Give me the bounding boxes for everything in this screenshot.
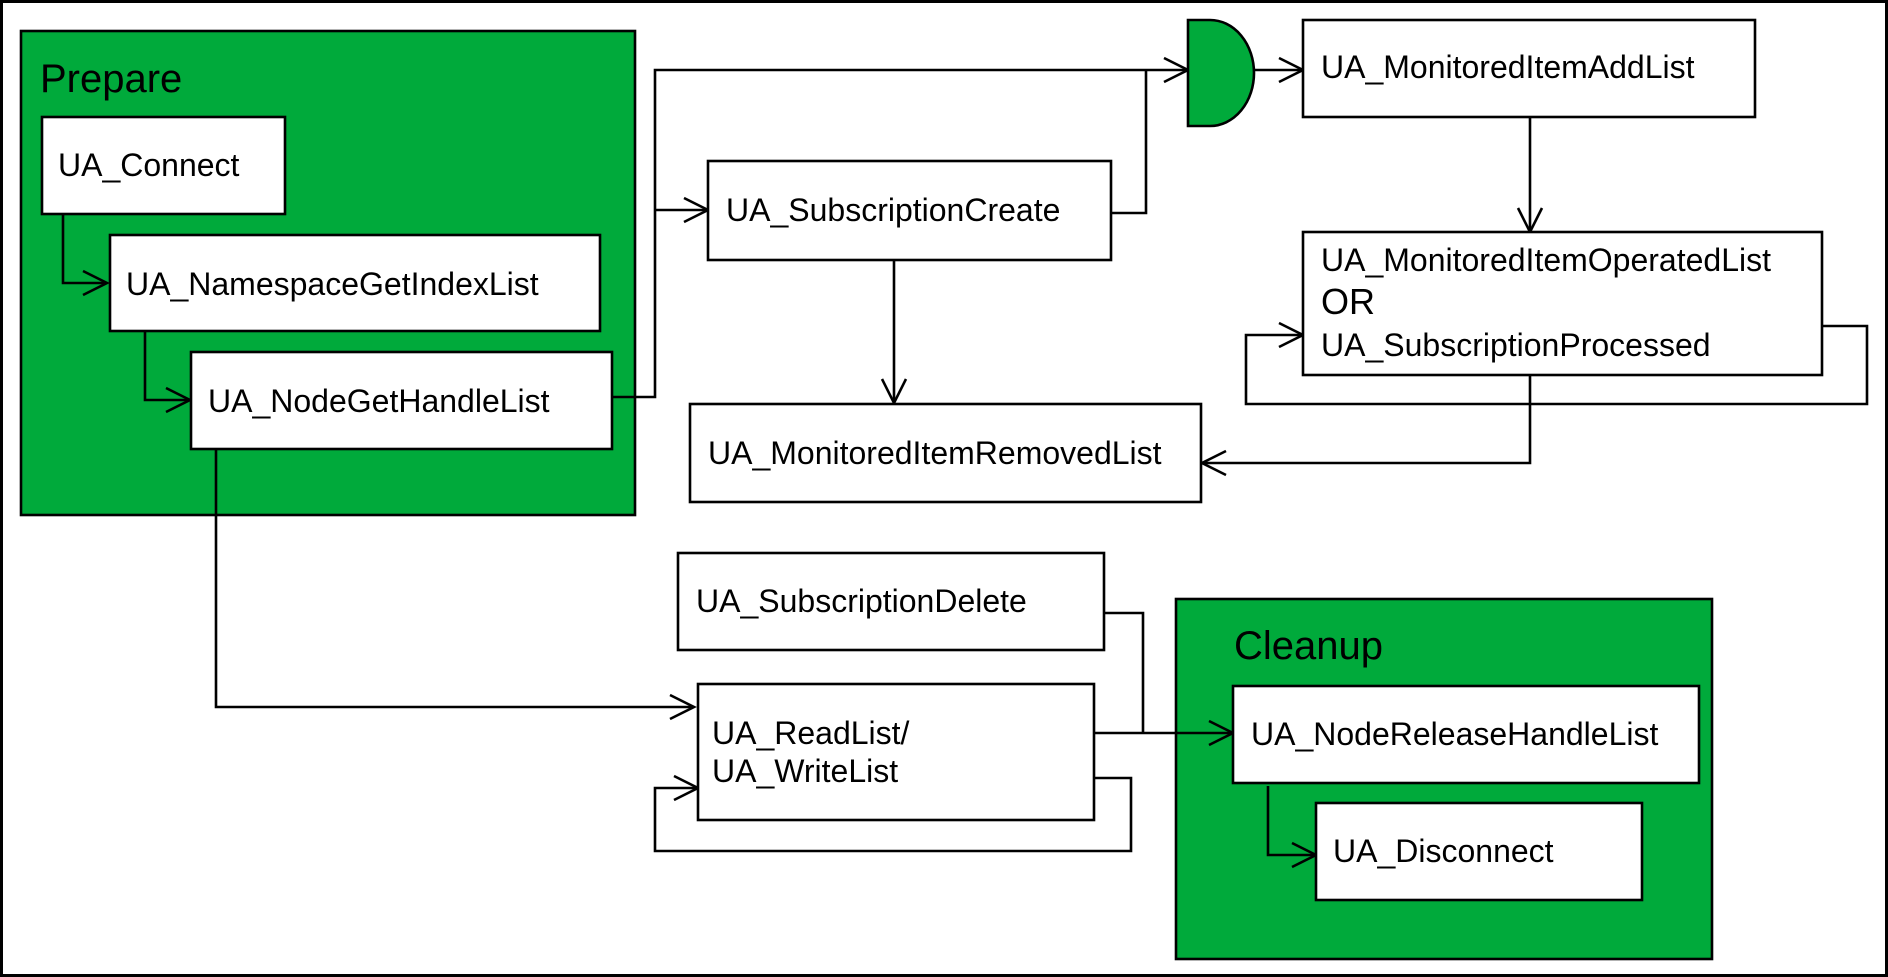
- connector-release-to-disconnect: [1266, 786, 1316, 857]
- node-removed-label: UA_MonitoredItemRemovedList: [708, 435, 1162, 471]
- connectors: [61, 56, 1869, 869]
- node-operated-box: [1301, 230, 1824, 377]
- node-subscription-create-label: UA_SubscriptionCreate: [726, 192, 1060, 228]
- node-removed-box: [688, 402, 1203, 504]
- node-subscription-delete-box: [676, 551, 1106, 652]
- cleanup-group-title: Cleanup: [1234, 624, 1383, 668]
- connector-readlist-loop: [653, 776, 1133, 853]
- node-disconnect: UA_Disconnect: [1314, 801, 1644, 902]
- node-disconnect-label: UA_Disconnect: [1333, 833, 1554, 869]
- prepare-group-title: Prepare: [40, 57, 182, 101]
- node-writelist-label: UA_WriteList: [712, 753, 898, 789]
- node-node-release-handle-list: UA_NodeReleaseHandleList: [1231, 684, 1701, 785]
- node-operated-label: UA_MonitoredItemOperatedList: [1321, 242, 1771, 278]
- node-disconnect-box: [1314, 801, 1644, 902]
- node-subscription-delete-label: UA_SubscriptionDelete: [696, 583, 1027, 619]
- connector-subscription-create-to-and: [1111, 70, 1148, 215]
- arrowhead-readlist: [669, 693, 697, 721]
- node-nodehandle-box: [189, 350, 614, 451]
- node-readwrite-box: [696, 682, 1096, 822]
- node-subscription-create-box: [706, 159, 1113, 262]
- node-node-get-handle-list: UA_NodeGetHandleList: [189, 350, 614, 451]
- connector-operated-loop: [1244, 324, 1869, 406]
- node-readlist-label: UA_ReadList/: [712, 715, 910, 751]
- node-namespace-get-index-list: UA_NamespaceGetIndexList: [108, 233, 602, 333]
- node-nodehandle-label: UA_NodeGetHandleList: [208, 383, 550, 419]
- node-release-label: UA_NodeReleaseHandleList: [1251, 716, 1658, 752]
- node-read-write-list: UA_ReadList/ UA_WriteList: [696, 682, 1096, 822]
- node-additem-box: [1301, 18, 1757, 119]
- node-connect: UA_Connect: [40, 115, 287, 216]
- node-subscription-create: UA_SubscriptionCreate: [706, 159, 1113, 262]
- connector-nodehandle-to-readlist: [214, 449, 694, 709]
- connector-subscription-delete: [1104, 611, 1145, 733]
- connector-nodehandle-to-subscription: [612, 68, 1188, 399]
- node-subscription-delete: UA_SubscriptionDelete: [676, 551, 1106, 652]
- arrowhead-namespace: [82, 269, 110, 297]
- node-namespace-label: UA_NamespaceGetIndexList: [126, 266, 539, 302]
- node-additem-label: UA_MonitoredItemAddList: [1321, 49, 1695, 85]
- node-monitored-item-operated: UA_MonitoredItemOperatedList OR UA_Subsc…: [1301, 230, 1824, 377]
- and-gate-icon: [1186, 18, 1256, 128]
- node-operated-or-label: OR: [1321, 281, 1375, 322]
- node-connect-box: [40, 115, 287, 216]
- node-subscription-processed-label: UA_SubscriptionProcessed: [1321, 327, 1711, 363]
- node-monitored-item-add-list: UA_MonitoredItemAddList: [1301, 18, 1757, 119]
- node-monitored-item-removed-list: UA_MonitoredItemRemovedList: [688, 402, 1203, 504]
- connector-operated-to-removed: [1202, 375, 1532, 465]
- connector-connect-to-namespace: [61, 214, 107, 285]
- connector-namespace-to-nodehandle: [143, 331, 190, 402]
- node-connect-label: UA_Connect: [58, 147, 240, 183]
- node-release-box: [1231, 684, 1701, 785]
- node-namespace-box: [108, 233, 602, 333]
